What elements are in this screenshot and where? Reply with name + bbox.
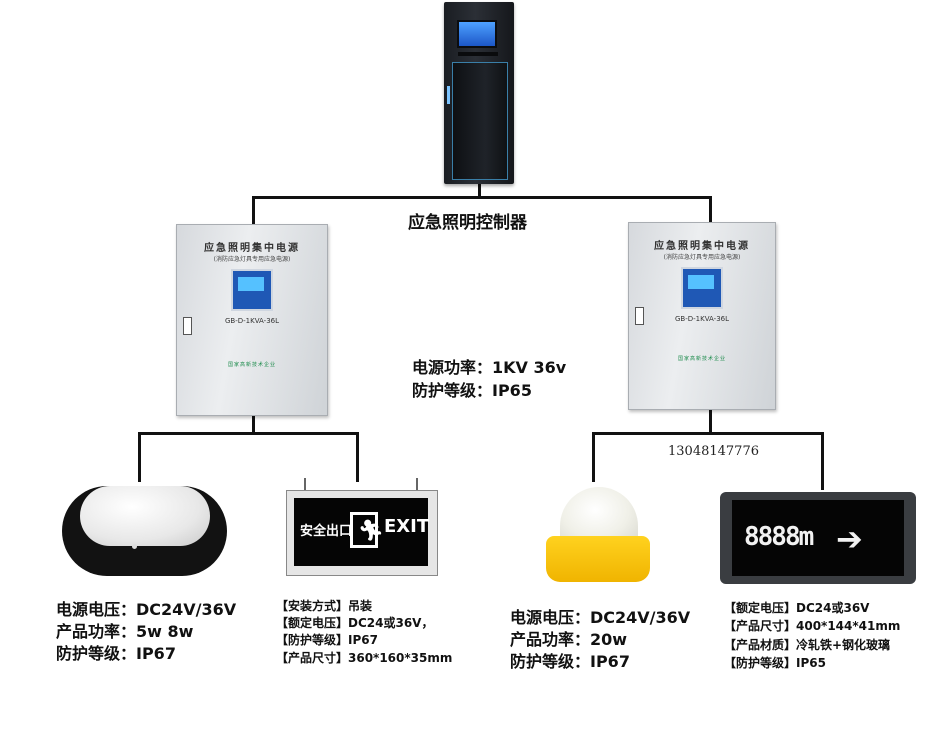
power-box-footer: 国家高新技术企业 bbox=[227, 362, 276, 368]
connector-left-a bbox=[138, 432, 141, 482]
exit-sign-text-cn: 安全出口 bbox=[300, 524, 353, 539]
power-spec-line1: 电源功率：1KV 36v bbox=[412, 358, 567, 377]
power-box-model: GB-D-1KVA-36L bbox=[674, 315, 730, 323]
bulkhead-screw bbox=[132, 544, 137, 549]
product4-spec-4: 【防护等级】IP65 bbox=[724, 656, 826, 670]
phone-number: 13048147776 bbox=[668, 444, 759, 459]
exit-sign-wire bbox=[304, 478, 306, 492]
connector-left-box-down bbox=[252, 412, 255, 434]
controller-label: 应急照明控制器 bbox=[408, 213, 527, 233]
door-lock bbox=[635, 307, 644, 325]
bulkhead-light-lens bbox=[80, 486, 210, 546]
led-sign-digits: 8888m bbox=[744, 522, 814, 552]
power-box-subtitle: (消防应急灯具专用应急电源) bbox=[663, 254, 741, 261]
cabinet-slot bbox=[458, 52, 498, 56]
product2-spec-1: 【安装方式】吊装 bbox=[276, 599, 373, 613]
product3-spec-1: 电源电压：DC24V/36V bbox=[510, 608, 691, 627]
power-box-title: 应急照明集中电源 bbox=[204, 243, 300, 254]
product2-spec-4: 【产品尺寸】360*160*35mm bbox=[276, 651, 453, 665]
cabinet-screen bbox=[457, 20, 497, 48]
control-panel bbox=[681, 267, 723, 309]
power-box-right: 应急照明集中电源 (消防应急灯具专用应急电源) GB-D-1KVA-36L 国家… bbox=[628, 222, 776, 410]
connector-left-b bbox=[356, 432, 359, 482]
connector-right-drop bbox=[709, 196, 712, 224]
product1-spec-3: 防护等级：IP67 bbox=[56, 644, 176, 663]
power-box-subtitle: (消防应急灯具专用应急电源) bbox=[213, 256, 291, 263]
running-man-icon: 🏃︎ bbox=[350, 512, 383, 548]
connector-cabinet-down bbox=[478, 184, 481, 198]
power-box-model: GB-D-1KVA-36L bbox=[224, 317, 280, 325]
connector-left-drop bbox=[252, 196, 255, 224]
power-spec-line2: 防护等级：IP65 bbox=[412, 381, 532, 400]
explosion-proof-light-dome bbox=[560, 487, 638, 545]
power-box-footer: 国家高新技术企业 bbox=[677, 356, 726, 362]
connector-left-horizontal bbox=[138, 432, 358, 435]
right-arrow-icon: ➔ bbox=[836, 520, 863, 558]
product2-spec-2: 【额定电压】DC24或36V， bbox=[276, 616, 434, 630]
connector-right-b bbox=[821, 432, 824, 490]
connector-right-a bbox=[592, 432, 595, 482]
product4-spec-2: 【产品尺寸】400*144*41mm bbox=[724, 619, 901, 633]
product3-spec-3: 防护等级：IP67 bbox=[510, 652, 630, 671]
control-panel bbox=[231, 269, 273, 311]
product3-spec-2: 产品功率：20w bbox=[510, 630, 628, 649]
exit-sign-face: 安全出口 🏃︎ EXIT bbox=[294, 498, 430, 566]
product4-spec-1: 【额定电压】DC24或36V bbox=[724, 601, 870, 615]
cabinet-door bbox=[452, 62, 508, 180]
connector-top-horizontal bbox=[252, 196, 712, 199]
exit-sign-wire bbox=[416, 478, 418, 492]
exit-sign-text-en: EXIT bbox=[384, 516, 430, 537]
cabinet-handle bbox=[447, 86, 450, 104]
connector-right-box-down bbox=[709, 410, 712, 434]
product4-spec-3: 【产品材质】冷轧铁+钢化玻璃 bbox=[724, 638, 891, 652]
connector-right-horizontal bbox=[592, 432, 824, 435]
power-box-left: 应急照明集中电源 (消防应急灯具专用应急电源) GB-D-1KVA-36L 国家… bbox=[176, 224, 328, 416]
door-lock bbox=[183, 317, 192, 335]
product1-spec-1: 电源电压：DC24V/36V bbox=[56, 600, 237, 619]
explosion-proof-light-base bbox=[546, 536, 650, 582]
power-box-title: 应急照明集中电源 bbox=[654, 241, 750, 252]
led-direction-sign-face: 8888m ➔ bbox=[732, 500, 904, 576]
product2-spec-3: 【防护等级】IP67 bbox=[276, 633, 378, 647]
product1-spec-2: 产品功率：5w 8w bbox=[56, 622, 194, 641]
